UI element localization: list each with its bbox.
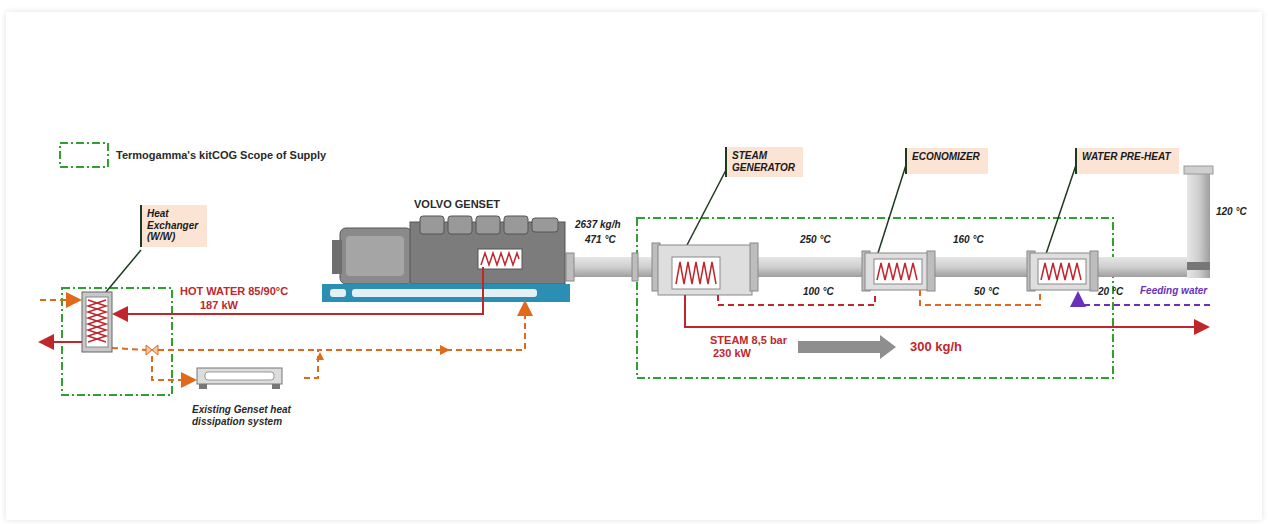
- temperature: 20 °C: [1098, 286, 1123, 298]
- temperature: 160 °C: [953, 234, 984, 246]
- callout-box: WATER PRE-HEAT: [1075, 148, 1179, 174]
- node-text: WATER PRE-HEAT: [1082, 151, 1173, 163]
- flow-label: Feeding water: [1140, 285, 1207, 297]
- temperature: 471 °C: [585, 234, 616, 246]
- node-text: Heat Exchanger (W/W): [147, 208, 201, 243]
- temperature: 100 °C: [803, 286, 834, 298]
- pipe-connector: [304, 302, 525, 378]
- node-text: ECONOMIZER: [912, 151, 982, 163]
- flow-label: STEAM 8,5 bar: [710, 334, 787, 347]
- temperature: 120 °C: [1216, 206, 1247, 218]
- temperature: 50 °C: [974, 286, 999, 298]
- flow-label: HOT WATER 85/90°C: [180, 285, 288, 298]
- flow-rate: 2637 kg/h: [575, 219, 621, 231]
- power-value: 230 kW: [713, 347, 751, 360]
- radiator-node: Existing Genset heat dissipation system: [188, 362, 304, 428]
- temperature: 250 °C: [800, 234, 831, 246]
- callout-box: STEAM GENERATOR: [725, 147, 803, 177]
- callout-box: ECONOMIZER: [905, 148, 988, 174]
- node-text: VOLVO GENSET: [322, 198, 572, 210]
- node-text: STEAM GENERATOR: [732, 150, 797, 173]
- flow-rate: 300 kg/h: [910, 340, 962, 355]
- power-value: 187 kW: [200, 299, 238, 312]
- node-text: Existing Genset heat dissipation system: [192, 404, 304, 428]
- legend-text: Termogamma's kitCOG Scope of Supply: [116, 149, 326, 162]
- genset-node: VOLVO GENSET: [322, 198, 572, 302]
- callout-box: Heat Exchanger (W/W): [140, 205, 207, 247]
